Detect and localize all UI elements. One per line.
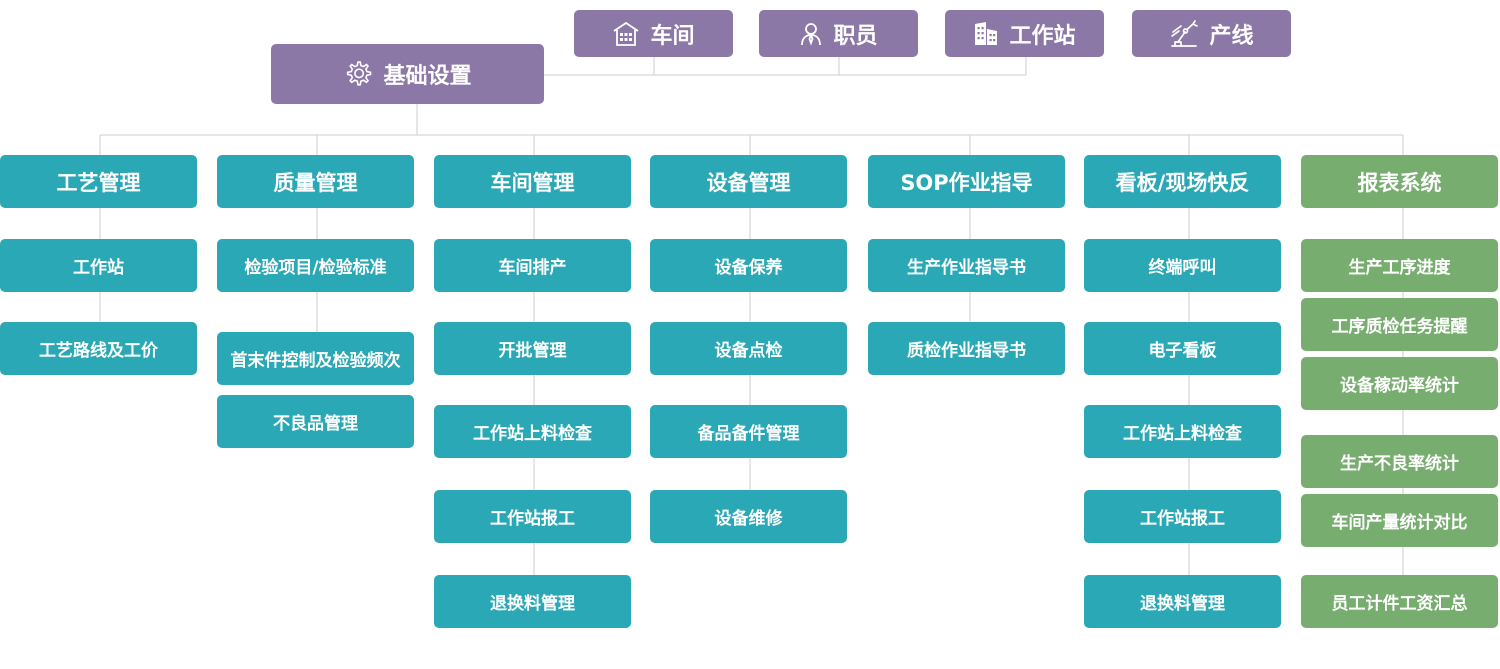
gear-icon bbox=[343, 59, 373, 89]
column-header-process[interactable]: 工艺管理 bbox=[0, 155, 197, 208]
column-item[interactable]: 工作站报工 bbox=[1084, 490, 1281, 543]
column-item[interactable]: 生产作业指导书 bbox=[868, 239, 1065, 292]
root-node-label: 基础设置 bbox=[383, 64, 472, 89]
column-item[interactable]: 不良品管理 bbox=[217, 395, 414, 448]
column-item[interactable]: 质检作业指导书 bbox=[868, 322, 1065, 375]
column-item[interactable]: 工艺路线及工价 bbox=[0, 322, 197, 375]
column-header-workshop[interactable]: 车间管理 bbox=[434, 155, 631, 208]
office-icon bbox=[973, 21, 999, 47]
top-node-label: 车间 bbox=[650, 23, 695, 49]
top-node-label: 工作站 bbox=[1009, 23, 1076, 49]
top-node-workshop[interactable]: 车间 bbox=[574, 10, 733, 57]
top-node-label: 职员 bbox=[833, 23, 878, 49]
column-item[interactable]: 工作站 bbox=[0, 239, 197, 292]
column-item[interactable]: 首末件控制及检验频次 bbox=[217, 332, 414, 385]
top-node-staff[interactable]: 职员 bbox=[759, 10, 918, 57]
top-node-workstation[interactable]: 工作站 bbox=[945, 10, 1104, 57]
column-item[interactable]: 退换料管理 bbox=[1084, 575, 1281, 628]
column-item[interactable]: 工作站上料检查 bbox=[1084, 405, 1281, 458]
top-node-label: 产线 bbox=[1209, 23, 1254, 49]
top-node-production-line[interactable]: 产线 bbox=[1132, 10, 1291, 57]
column-item[interactable]: 车间排产 bbox=[434, 239, 631, 292]
column-item[interactable]: 车间产量统计对比 bbox=[1301, 494, 1498, 547]
column-header-reports[interactable]: 报表系统 bbox=[1301, 155, 1498, 208]
robot-arm-icon bbox=[1169, 19, 1199, 48]
column-item[interactable]: 电子看板 bbox=[1084, 322, 1281, 375]
column-item[interactable]: 生产工序进度 bbox=[1301, 239, 1498, 292]
column-item[interactable]: 备品备件管理 bbox=[650, 405, 847, 458]
column-item[interactable]: 检验项目/检验标准 bbox=[217, 239, 414, 292]
column-item[interactable]: 设备稼动率统计 bbox=[1301, 357, 1498, 410]
column-item[interactable]: 开批管理 bbox=[434, 322, 631, 375]
column-item[interactable]: 工作站上料检查 bbox=[434, 405, 631, 458]
column-item[interactable]: 工作站报工 bbox=[434, 490, 631, 543]
building-icon bbox=[612, 21, 640, 47]
column-item[interactable]: 设备点检 bbox=[650, 322, 847, 375]
person-icon bbox=[799, 21, 823, 47]
column-item[interactable]: 工序质检任务提醒 bbox=[1301, 298, 1498, 351]
root-node-basic-settings[interactable]: 基础设置 bbox=[271, 44, 544, 104]
column-item[interactable]: 生产不良率统计 bbox=[1301, 435, 1498, 488]
column-item[interactable]: 终端呼叫 bbox=[1084, 239, 1281, 292]
column-header-quality[interactable]: 质量管理 bbox=[217, 155, 414, 208]
column-header-sop[interactable]: SOP作业指导 bbox=[868, 155, 1065, 208]
column-item[interactable]: 员工计件工资汇总 bbox=[1301, 575, 1498, 628]
column-item[interactable]: 退换料管理 bbox=[434, 575, 631, 628]
column-header-kanban[interactable]: 看板/现场快反 bbox=[1084, 155, 1281, 208]
column-header-equipment[interactable]: 设备管理 bbox=[650, 155, 847, 208]
column-item[interactable]: 设备保养 bbox=[650, 239, 847, 292]
column-item[interactable]: 设备维修 bbox=[650, 490, 847, 543]
